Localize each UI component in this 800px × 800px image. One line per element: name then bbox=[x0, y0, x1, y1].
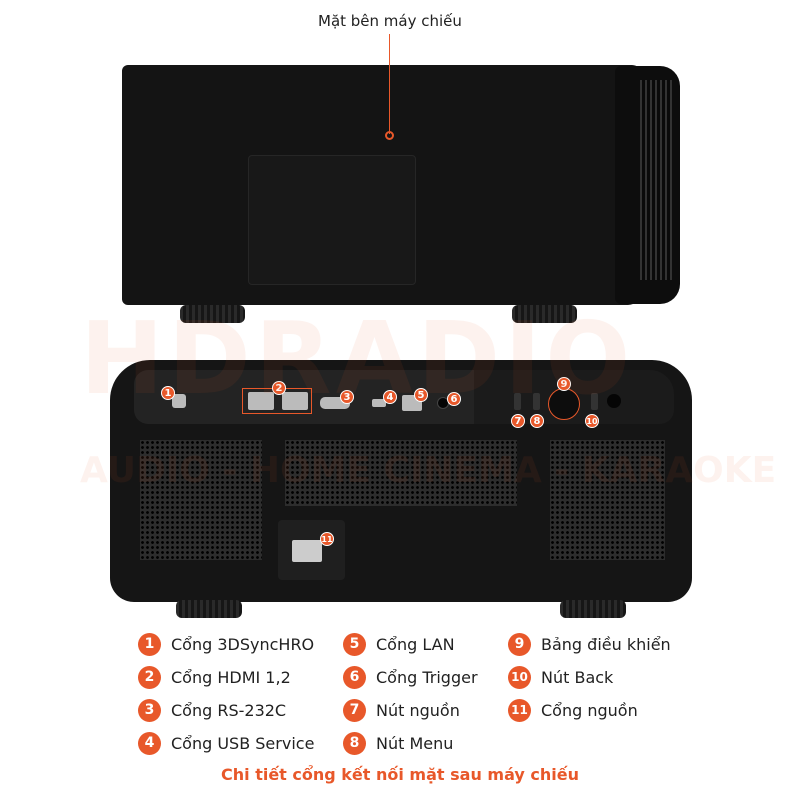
legend-item-9: 9 Bảng điều khiển bbox=[508, 632, 671, 656]
3dsync-port bbox=[172, 394, 186, 408]
legend-number: 4 bbox=[138, 731, 161, 755]
side-label-line bbox=[389, 34, 390, 134]
hdmi-port-1 bbox=[248, 392, 274, 410]
legend-item-11: 11 Cổng nguồn bbox=[508, 698, 671, 722]
callout-5: 5 bbox=[414, 388, 428, 402]
rear-vent-center bbox=[285, 440, 517, 506]
legend-number: 7 bbox=[343, 698, 366, 722]
legend-number: 5 bbox=[343, 632, 366, 656]
menu-button bbox=[533, 393, 540, 410]
legend-item-3: 3 Cổng RS-232C bbox=[138, 698, 314, 722]
rear-foot-right bbox=[560, 600, 626, 618]
power-button bbox=[514, 393, 521, 410]
legend-label: Cổng nguồn bbox=[541, 700, 638, 720]
legend-number: 2 bbox=[138, 665, 161, 689]
callout-8: 8 bbox=[530, 414, 544, 428]
side-vent bbox=[640, 80, 672, 280]
callout-2: 2 bbox=[272, 381, 286, 395]
side-panel bbox=[248, 155, 416, 285]
hdmi-port-2 bbox=[282, 392, 308, 410]
callout-9: 9 bbox=[557, 377, 571, 391]
ir-sensor bbox=[607, 394, 621, 408]
legend-label: Nút Menu bbox=[376, 733, 454, 753]
legend-number: 8 bbox=[343, 731, 366, 755]
callout-3: 3 bbox=[340, 390, 354, 404]
legend-item-6: 6 Cổng Trigger bbox=[343, 665, 478, 689]
legend-label: Cổng LAN bbox=[376, 634, 455, 654]
legend-item-7: 7 Nút nguồn bbox=[343, 698, 478, 722]
legend-label: Nút nguồn bbox=[376, 700, 460, 720]
usb-port bbox=[372, 399, 386, 407]
rear-vent-left bbox=[140, 440, 262, 560]
legend-number: 10 bbox=[508, 665, 531, 689]
rear-vent-right bbox=[550, 440, 665, 560]
legend-label: Cổng USB Service bbox=[171, 733, 315, 753]
side-foot-right bbox=[512, 305, 577, 323]
legend-number: 9 bbox=[508, 632, 531, 656]
legend-label: Bảng điều khiển bbox=[541, 634, 671, 654]
rear-foot-left bbox=[176, 600, 242, 618]
legend-item-5: 5 Cổng LAN bbox=[343, 632, 478, 656]
callout-4: 4 bbox=[383, 390, 397, 404]
callout-1: 1 bbox=[161, 386, 175, 400]
legend-number: 3 bbox=[138, 698, 161, 722]
legend-label: Cổng 3DSyncHRO bbox=[171, 634, 315, 654]
legend-label: Nút Back bbox=[541, 667, 614, 687]
legend-item-1: 1 Cổng 3DSyncHRO bbox=[138, 632, 314, 656]
watermark-tagline: AUDIO - HOME CINEMA - KARAOKE bbox=[80, 450, 777, 491]
legend-label: Cổng Trigger bbox=[376, 667, 478, 687]
caption: Chi tiết cổng kết nối mặt sau máy chiếu bbox=[221, 765, 579, 784]
legend-label: Cổng RS-232C bbox=[171, 700, 287, 720]
watermark-brand: HDRADIO bbox=[80, 300, 635, 417]
legend-item-2: 2 Cổng HDMI 1,2 bbox=[138, 665, 314, 689]
side-label: Mặt bên máy chiếu bbox=[318, 12, 462, 30]
legend-label: Cổng HDMI 1,2 bbox=[171, 667, 291, 687]
callout-7: 7 bbox=[511, 414, 525, 428]
side-foot-left bbox=[180, 305, 245, 323]
back-button bbox=[591, 393, 598, 410]
legend-number: 11 bbox=[508, 698, 531, 722]
callout-11: 11 bbox=[320, 532, 334, 546]
control-pad bbox=[548, 388, 580, 420]
legend-number: 6 bbox=[343, 665, 366, 689]
callout-10: 10 bbox=[585, 414, 599, 428]
legend-number: 1 bbox=[138, 632, 161, 656]
legend-item-10: 10 Nút Back bbox=[508, 665, 671, 689]
power-inlet bbox=[292, 540, 322, 562]
legend-item-4: 4 Cổng USB Service bbox=[138, 731, 314, 755]
legend-item-8: 8 Nút Menu bbox=[343, 731, 478, 755]
callout-6: 6 bbox=[447, 392, 461, 406]
side-marker-dot bbox=[385, 131, 394, 140]
